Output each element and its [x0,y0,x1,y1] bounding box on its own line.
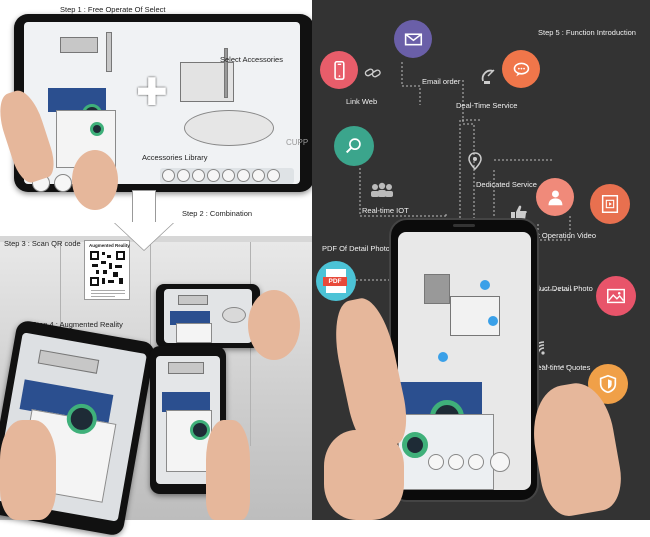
photo-feature-button[interactable] [596,276,636,316]
ar-phone-small [156,284,260,348]
accessory-thumb[interactable] [177,169,190,182]
film-video-icon [601,195,619,213]
ar-main-phone-screen [398,232,531,490]
email-icon [404,32,422,45]
person-feature-button[interactable] [536,178,574,216]
hand-palm [72,150,118,210]
ar-phone-center [150,346,226,494]
qr-code-card[interactable]: Augmented Reality [84,240,130,300]
chat-bubble-icon [513,62,529,76]
mobile-phone-icon [333,60,345,80]
hand-center [206,420,250,520]
ar-thumbnail-strip[interactable] [428,452,528,472]
top-phone: ✚ Select Accessories Accessories Library… [14,14,314,192]
step3-label: Step 3 : Scan QR code [4,239,81,248]
phone-speaker [453,224,475,227]
search-feature-button[interactable] [334,126,374,166]
machine-indicator [90,122,104,136]
accessory-base [184,110,274,146]
chat-feature-button[interactable] [502,50,540,88]
select-accessories-label: Select Accessories [220,55,283,64]
right-panel: Step 5 : Function Introduction Link Web … [312,0,650,520]
pdf-feature-button[interactable]: PDF [316,261,356,301]
thumbs-up-icon [510,204,528,227]
ar-machine-indicator [402,432,428,458]
video-feature-button[interactable] [590,184,630,224]
accessory-thumbnail-strip[interactable] [160,168,294,184]
top-phone-screen: ✚ Select Accessories Accessories Library… [24,22,308,192]
ar-main-phone [389,218,539,502]
accessory-thumb[interactable] [252,169,265,182]
qr-code[interactable] [89,250,126,287]
machine-column [106,32,112,72]
shield-icon [599,374,617,394]
ar-thumb[interactable] [490,452,510,472]
step4-label: Step 4 : Augmented Reality [32,320,123,329]
accessory-rod [224,48,228,98]
ar-hotspot[interactable] [488,316,498,326]
corner-text: CUPP [286,138,309,147]
pdf-badge: PDF [323,277,347,286]
dedicated-service-label: Dedicated Service [476,180,537,189]
accessory-thumb[interactable] [162,169,175,182]
ar-machine-cabinet [398,414,494,490]
qr-card-title: Augmented Reality [89,243,130,248]
ar-thumb[interactable] [448,454,464,470]
plus-sign: ✚ [136,70,168,114]
satellite-dish-icon [480,66,500,91]
realtime-quotes-label: Real-time Quotes [532,363,591,372]
ar-hotspot[interactable] [480,280,490,290]
link-icon [364,66,382,85]
hand-right-top [248,290,300,360]
people-group-icon [368,182,396,203]
mobile-feature-button[interactable] [320,51,358,89]
arrow-down-shaft [132,190,156,222]
email-feature-button[interactable] [394,20,432,58]
accessory-thumb[interactable] [222,169,235,182]
link-web-label: Link Web [346,97,378,106]
ar-thumb[interactable] [468,454,484,470]
realtime-iot-label: Real-time IOT [362,206,409,215]
hand-wrist [324,430,404,520]
email-order-label: Email order [422,77,461,86]
booth-divider [150,236,151,446]
person-icon [548,190,562,205]
product-detail-photo-label: Product Detail Photo [524,284,593,293]
ar-phone-small-screen [164,289,252,343]
machine-head [60,37,98,53]
ar-hotspot[interactable] [438,352,448,362]
left-panel: Step 1 : Free Operate Of Select ✚ Select… [0,0,314,537]
ar-machine-lamp [424,274,450,304]
accessory-thumb[interactable] [267,169,280,182]
accessory-thumb[interactable] [207,169,220,182]
pdf-detail-photo-label: PDF Of Detail Photo [322,244,390,253]
select-option[interactable] [54,174,72,192]
location-pin-icon [468,152,482,175]
pdf-document-icon: PDF [323,269,347,293]
accessory-thumb[interactable] [192,169,205,182]
search-icon [345,138,361,154]
deal-time-service-label: Deal-Time Service [456,101,518,110]
image-photo-icon [607,288,625,304]
step2-label: Step 2 : Combination [182,209,253,218]
step1-label: Step 1 : Free Operate Of Select [60,5,166,14]
accessories-library-label: Accessories Library [142,153,208,162]
accessory-thumb[interactable] [237,169,250,182]
ar-thumb[interactable] [428,454,444,470]
hand-left-bottom [0,420,56,520]
step5-label: Step 5 : Function Introduction [538,28,636,37]
product-operation-video-label: Product Operation Video [514,231,596,240]
